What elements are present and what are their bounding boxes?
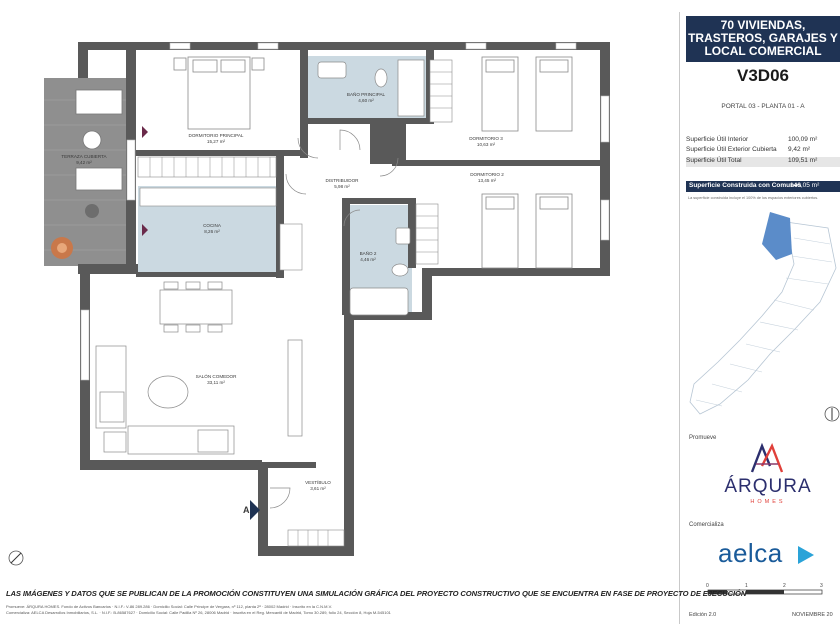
title-line: TRASTEROS, GARAJES Y	[688, 31, 838, 45]
surface-built: Superficie Construida con Comunes 146,05…	[686, 181, 840, 192]
room-area: 13,45 m²	[478, 178, 497, 183]
room-area: 4,60 m²	[358, 98, 374, 103]
surface-interior: Superficie Útil Interior 100,09 m²	[686, 136, 840, 143]
room-area: 10,63 m²	[477, 142, 496, 147]
room-name: BAÑO PRINCIPAL	[347, 91, 386, 97]
room-area: 33,11 m²	[207, 380, 225, 385]
edition: Edición 2.0	[689, 612, 717, 618]
section-mark-a: A	[243, 505, 250, 515]
surface-label: Superficie Construida con Comunes	[689, 182, 802, 189]
unit-highlight	[762, 212, 792, 260]
room-area: 5,98 m²	[334, 184, 350, 189]
floor-plan: A TERRAZA CUBIERTA 9,42 m² DORMITORIO PR…	[8, 42, 610, 566]
marketer-label: Comercializa	[689, 522, 724, 528]
surface-note: La superficie construida incluye el 100%…	[688, 196, 819, 200]
room-name: SALÓN COMEDOR	[196, 373, 238, 379]
room-area: 15,27 m²	[207, 139, 226, 144]
room-name: DORMITORIO PRINCIPAL	[189, 133, 244, 138]
info-panel	[679, 12, 840, 624]
room-name: DORMITORIO 3	[469, 136, 503, 141]
room-area: 8,26 m²	[204, 229, 220, 234]
entry-arrow-icon	[250, 500, 260, 520]
legal-line: Promueve: ÁRQURA HOMES. Fondo de Activos…	[6, 604, 332, 609]
room-area: 9,42 m²	[76, 160, 92, 165]
room-name: BAÑO 2	[360, 250, 377, 256]
compass-icon	[824, 406, 840, 422]
room-area: 4,46 m²	[360, 257, 376, 262]
title-line: LOCAL COMERCIAL	[704, 44, 822, 58]
scale-tick: 1	[745, 583, 748, 589]
surface-value: 109,51 m²	[788, 157, 818, 164]
room-name: DORMITORIO 2	[470, 172, 504, 177]
room-area: 3,61 m²	[310, 486, 326, 491]
surface-label: Superficie Útil Total	[686, 157, 742, 164]
date: NOVIEMBRE 20	[792, 612, 833, 618]
section-arrow-icon	[142, 126, 148, 138]
promoter-label: Promueve	[689, 435, 717, 441]
promoter-sub: HOMES	[750, 499, 786, 505]
surface-value: 146,05 m²	[790, 182, 820, 189]
scale-bar	[707, 589, 823, 595]
scale-tick: 3	[820, 583, 823, 589]
scale-tick: 0	[706, 583, 709, 589]
surface-value: 9,42 m²	[788, 146, 811, 153]
key-plan	[689, 212, 840, 422]
compass-icon	[8, 550, 24, 566]
room-name: DISTRIBUIDOR	[326, 178, 360, 183]
legal-line: Comercializa: AELCA Desarrollos Inmobili…	[6, 610, 391, 615]
unit-code: V3D06	[737, 66, 789, 85]
surface-total: Superficie Útil Total 109,51 m²	[686, 157, 840, 167]
section-arrow-icon	[142, 224, 148, 236]
aelca-arrow-icon	[798, 546, 814, 564]
surface-exterior: Superficie Útil Exterior Cubierta 9,42 m…	[686, 146, 840, 153]
room-name: TERRAZA CUBIERTA	[61, 154, 107, 159]
surface-label: Superficie Útil Exterior Cubierta	[686, 146, 777, 153]
surface-label: Superficie Útil Interior	[686, 136, 749, 143]
room-name: VESTÍBULO	[305, 479, 331, 485]
disclaimer: LAS IMÁGENES Y DATOS QUE SE PUBLICAN DE …	[6, 589, 747, 598]
surface-value: 100,09 m²	[788, 136, 818, 143]
unit-location: PORTAL 03 - PLANTA 01 - A	[721, 103, 805, 110]
promoter-brand: ÁRQURA	[724, 476, 812, 497]
room-name: COCINA	[203, 223, 222, 228]
project-title: 70 VIVIENDAS, TRASTEROS, GARAJES Y LOCAL…	[686, 16, 840, 62]
marketer-brand: aelca	[718, 538, 783, 568]
arqura-logo-icon	[750, 442, 784, 473]
scale-tick: 2	[783, 583, 786, 589]
title-line: 70 VIVIENDAS,	[720, 18, 806, 32]
